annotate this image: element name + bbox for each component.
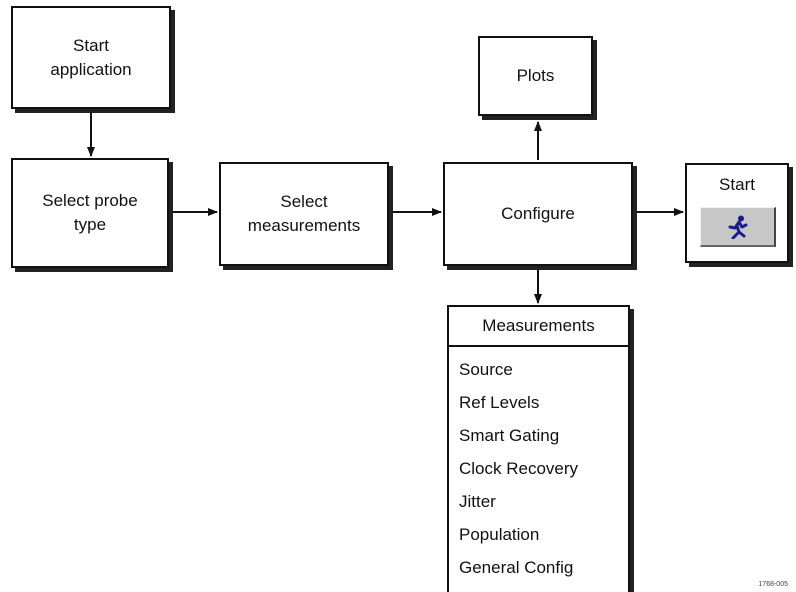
select-measurements-box: Select measurements (219, 162, 389, 266)
measurement-item-general-config: General Config (459, 558, 574, 577)
select-probe-type-label: Select probe type (42, 191, 138, 234)
start-panel: Start (685, 163, 789, 263)
measurements-list: Source Ref Levels Smart Gating Clock Rec… (449, 347, 628, 584)
configure-box: Configure (443, 162, 633, 266)
measurement-item-population: Population (459, 525, 540, 544)
measurement-item-smart-gating: Smart Gating (459, 426, 560, 445)
configure-label: Configure (501, 204, 575, 223)
measurement-item-clock-recovery: Clock Recovery (459, 459, 579, 478)
running-man-icon (728, 215, 747, 239)
plots-box: Plots (478, 36, 593, 116)
measurement-item-ref-levels: Ref Levels (459, 393, 540, 412)
start-label: Start (719, 175, 755, 194)
start-button[interactable] (700, 207, 776, 247)
measurement-item-source: Source (459, 360, 513, 379)
select-probe-type-box: Select probe type (11, 158, 169, 268)
select-measurements-label: Select measurements (247, 192, 361, 235)
figure-id: 1768-005 (758, 581, 788, 588)
start-application-box: Start application (11, 6, 171, 109)
plots-label: Plots (516, 66, 555, 85)
measurements-panel: Measurements Source Ref Levels Smart Gat… (447, 305, 630, 592)
measurements-panel-title: Measurements (449, 307, 628, 347)
start-application-label: Start application (50, 35, 132, 79)
measurement-item-jitter: Jitter (459, 492, 496, 511)
